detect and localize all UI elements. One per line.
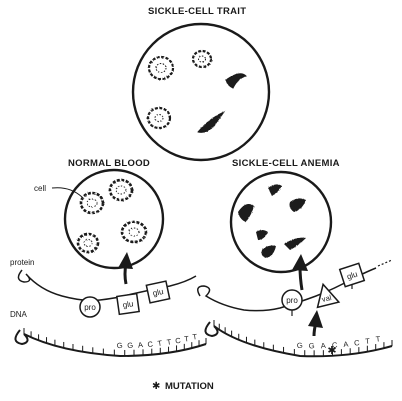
normal-dna-base: G [116, 341, 123, 351]
anemia-arrowhead [292, 254, 308, 271]
normal-sample-circle [63, 168, 165, 270]
sickle-cell [238, 204, 254, 222]
sickle-cell [256, 230, 268, 240]
trait-sickle-cell [197, 110, 226, 133]
sickle-cell [268, 184, 282, 196]
normal-cell [79, 191, 105, 215]
label-protein: protein [10, 258, 35, 267]
normal-amino-glu-label: glu [152, 287, 164, 298]
normal-blood-sample [51, 168, 165, 285]
anemia-amino-val-label: val [321, 293, 333, 304]
trait-sample-circle [131, 22, 271, 162]
normal-dna-base: C [175, 336, 182, 346]
anemia-sample-circle [229, 170, 333, 274]
normal-amino-pro: pro [79, 296, 101, 318]
title-sickle-cell-anemia: SICKLE-CELL ANEMIA [232, 158, 340, 169]
normal-amino-glu: glu [115, 292, 141, 316]
normal-dna-base: G [127, 341, 134, 351]
trait-blood-sample [131, 22, 271, 162]
legend-text: MUTATION [165, 381, 214, 392]
normal-cell [120, 220, 148, 244]
anemia-amino-glu-label: glu [346, 270, 359, 282]
normal-amino-pro-label: pro [84, 303, 96, 312]
anemia-dna-base: C [332, 340, 339, 350]
normal-cell [108, 178, 134, 202]
normal-dna-base: T [192, 332, 198, 342]
normal-arrowhead [118, 252, 133, 269]
trait-normal-cell [146, 106, 172, 130]
normal-protein-chain: pro glu glu [17, 269, 197, 318]
sickle-cell [261, 245, 276, 258]
trait-sickle-cell [225, 73, 247, 89]
normal-dna-base: C [147, 339, 154, 349]
anemia-amino-pro: pro [281, 289, 303, 311]
anemia-amino-val: val [316, 282, 341, 309]
cell-pointer-line [51, 187, 83, 198]
title-normal-blood: NORMAL BLOOD [68, 158, 151, 169]
legend-symbol: ✱ [152, 381, 160, 392]
normal-amino-glu-label: glu [122, 299, 134, 309]
normal-cell [76, 232, 100, 254]
normal-dna-base: T [184, 334, 190, 344]
anemia-dna-base: C [354, 338, 361, 348]
title-sickle-cell-trait: SICKLE-CELL TRAIT [148, 6, 247, 17]
anemia-dna-base: G [308, 341, 315, 351]
label-dna: DNA [10, 310, 27, 319]
anemia-dna-base: A [343, 339, 349, 348]
normal-dna-base: T [166, 337, 172, 347]
normal-amino-glu: glu [145, 280, 171, 304]
sickle-cell [289, 198, 306, 212]
normal-dna-base: A [137, 340, 143, 350]
anemia-protein-chain: pro val glu [197, 259, 393, 316]
anemia-blood-sample [229, 170, 333, 291]
anemia-dna-base: A [320, 341, 326, 350]
sickle-cell [284, 237, 306, 250]
trait-normal-cell [147, 55, 175, 81]
mutation-marker: ✱ [327, 345, 336, 357]
label-cell: cell [34, 184, 47, 193]
anemia-amino-glu: glu [338, 262, 366, 288]
trait-normal-cell [191, 49, 213, 69]
anemia-amino-pro-label: pro [286, 296, 298, 305]
anemia-dna-base: G [296, 341, 303, 351]
anemia-dna-base: T [375, 334, 381, 343]
mutation-legend: ✱ MUTATION [152, 381, 214, 392]
normal-dna-base: T [157, 339, 163, 349]
anemia-dna-base: T [365, 336, 371, 345]
